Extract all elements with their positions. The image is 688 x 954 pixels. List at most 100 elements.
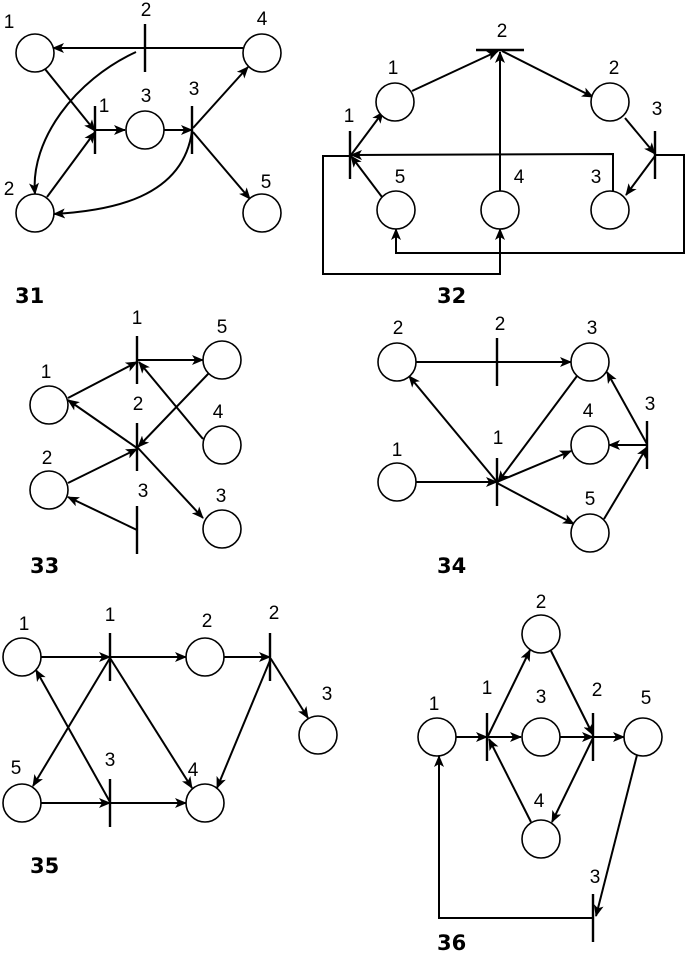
transition-label: 3	[138, 481, 149, 502]
arc-arrow	[32, 657, 111, 787]
place-circle	[202, 509, 242, 549]
place-circle	[570, 342, 610, 382]
diagram-number: 31	[15, 284, 44, 308]
place-label: 3	[536, 687, 547, 708]
arc-arrow	[67, 399, 138, 449]
place-circle	[2, 637, 42, 677]
place-label: 2	[202, 611, 213, 632]
place-label: 5	[11, 758, 22, 779]
arc-arrow	[137, 372, 210, 448]
place-label: 1	[4, 12, 15, 33]
arc-arrow	[625, 155, 656, 196]
place-circle	[417, 717, 457, 757]
place-label: 5	[641, 688, 652, 709]
place-circle	[202, 340, 242, 380]
arc-arrow	[550, 650, 594, 736]
place-label: 5	[261, 172, 272, 193]
transition-label: 2	[592, 680, 603, 701]
arc-arrow	[624, 117, 656, 155]
place-label: 4	[257, 9, 268, 30]
place-circle	[376, 190, 416, 230]
place-circle	[480, 190, 520, 230]
transition-label: 3	[189, 79, 200, 100]
transition-label: 1	[344, 106, 355, 127]
place-circle	[570, 513, 610, 553]
place-circle	[521, 717, 561, 757]
place-circle	[590, 190, 630, 230]
arc-arrow	[593, 754, 638, 917]
place-circle	[29, 470, 69, 510]
arc-arrow	[350, 155, 383, 198]
arc-arrow	[501, 50, 594, 98]
place-circle	[185, 783, 225, 823]
transition-label: 3	[652, 99, 663, 120]
place-label: 5	[395, 167, 406, 188]
arc-arrow	[67, 448, 138, 484]
transition-label: 1	[105, 605, 116, 626]
place-circle	[377, 462, 417, 502]
place-label: 3	[322, 684, 333, 705]
place-circle	[375, 82, 415, 122]
arc-arrow	[434, 755, 593, 919]
diagram-number: 36	[437, 931, 466, 954]
place-circle	[298, 715, 338, 755]
arc-arrow	[496, 482, 575, 525]
place-label: 1	[41, 362, 52, 383]
transition-label: 3	[645, 394, 656, 415]
transition-label: 2	[141, 0, 152, 21]
arc-arrow	[408, 375, 498, 483]
arc-arrow	[216, 657, 272, 789]
place-label: 1	[392, 440, 403, 461]
arc-arrow	[322, 155, 505, 275]
arc-arrow	[29, 51, 137, 195]
place-label: 1	[19, 614, 30, 635]
place-circle	[521, 614, 561, 654]
diagram-number: 33	[30, 554, 59, 578]
arc-arrow	[138, 361, 204, 440]
arc-arrow	[487, 649, 531, 737]
arc-arrow	[67, 361, 138, 399]
place-circle	[125, 110, 165, 150]
place-circle	[2, 783, 42, 823]
arc-arrow	[551, 737, 594, 823]
diagram-number: 34	[437, 554, 466, 578]
place-label: 1	[429, 694, 440, 715]
place-circle	[570, 425, 610, 465]
place-label: 2	[42, 448, 53, 469]
place-label: 3	[141, 86, 152, 107]
arc-arrow	[488, 738, 532, 823]
place-circle	[242, 33, 282, 73]
diagram-number: 35	[30, 854, 59, 878]
arc-arrow	[46, 131, 96, 198]
arc-arrow	[192, 131, 251, 200]
place-circle	[590, 82, 630, 122]
place-circle	[202, 425, 242, 465]
place-label: 5	[585, 489, 596, 510]
diagram-number: 32	[437, 284, 466, 308]
arc-arrow	[109, 657, 193, 789]
transition-label: 1	[482, 678, 493, 699]
arc-arrow	[270, 658, 309, 719]
place-circle	[521, 819, 561, 859]
place-label: 3	[216, 486, 227, 507]
place-circle	[15, 33, 55, 73]
arc-arrow	[606, 371, 648, 445]
transition-label: 2	[133, 394, 144, 415]
transition-label: 2	[497, 21, 508, 42]
place-label: 4	[188, 760, 199, 781]
place-label: 5	[217, 317, 228, 338]
place-label: 4	[534, 791, 545, 812]
arc-arrow	[53, 130, 193, 219]
arc-arrow	[411, 50, 499, 92]
place-circle	[377, 342, 417, 382]
place-label: 1	[388, 58, 399, 79]
place-label: 3	[591, 167, 602, 188]
arc-arrow	[497, 375, 578, 483]
